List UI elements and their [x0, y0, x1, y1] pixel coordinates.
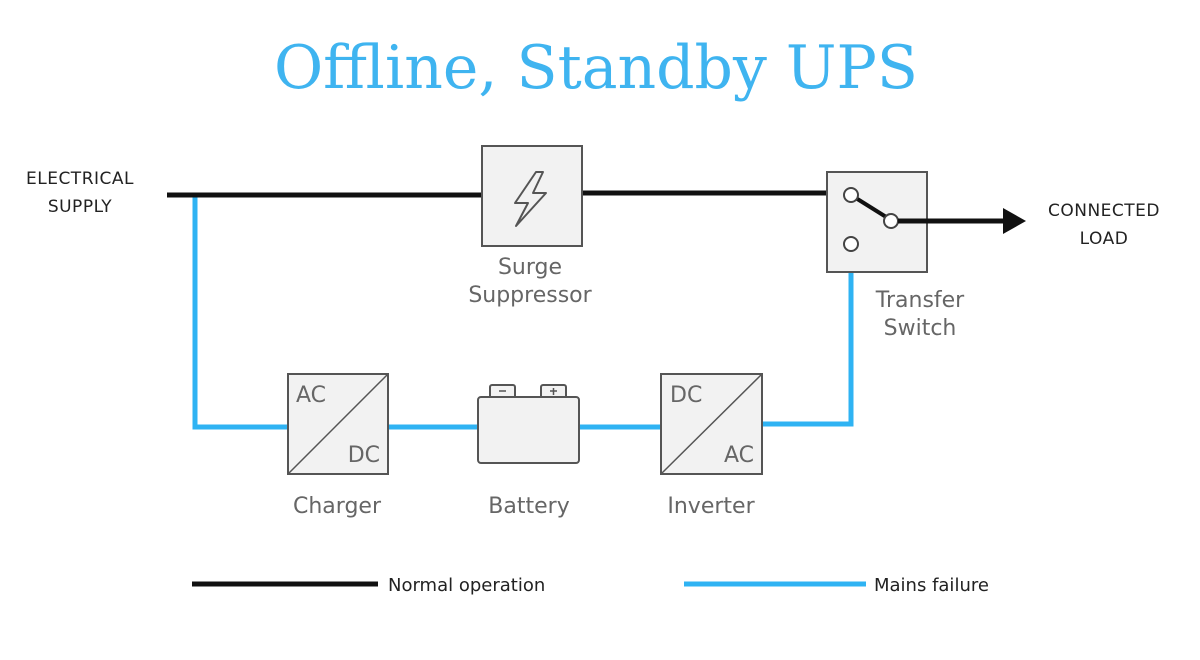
inverter-divider [660, 373, 763, 475]
transfer-switch-label-line1: Transfer [875, 288, 965, 313]
switch-contact-normal [843, 187, 859, 203]
inverter-label: Inverter [667, 494, 755, 519]
battery-label: Battery [488, 494, 569, 519]
charger-dc-label: DC [348, 443, 380, 468]
legend-normal-label: Normal operation [388, 575, 545, 596]
electrical-supply-label-line1: ELECTRICAL [26, 169, 134, 189]
surge-suppressor-label-line1: Surge [498, 255, 562, 280]
transfer-switch-label-line2: Switch [884, 316, 957, 341]
switch-contact-backup [843, 236, 859, 252]
charger-ac-label: AC [296, 383, 326, 408]
charger-label: Charger [293, 494, 382, 519]
page-title: Offline, Standby UPS [274, 33, 918, 103]
electrical-supply-label-line2: SUPPLY [48, 197, 112, 217]
switch-contact-common [883, 213, 899, 229]
arrow-right-icon [1003, 208, 1026, 234]
inverter-dc-label: DC [670, 383, 702, 408]
connected-load-label-line2: LOAD [1080, 229, 1129, 249]
lightning-bolt-icon [514, 171, 547, 227]
inverter-ac-label: AC [724, 443, 754, 468]
battery-icon [477, 396, 580, 464]
mains-failure-path [192, 195, 288, 430]
surge-suppressor-box [481, 145, 583, 247]
inverter-switch-link [762, 252, 854, 427]
legend-failure-label: Mains failure [874, 575, 989, 596]
surge-suppressor-label-line2: Suppressor [468, 283, 592, 308]
charger-divider [287, 373, 389, 475]
connected-load-label-line1: CONNECTED [1048, 201, 1160, 221]
